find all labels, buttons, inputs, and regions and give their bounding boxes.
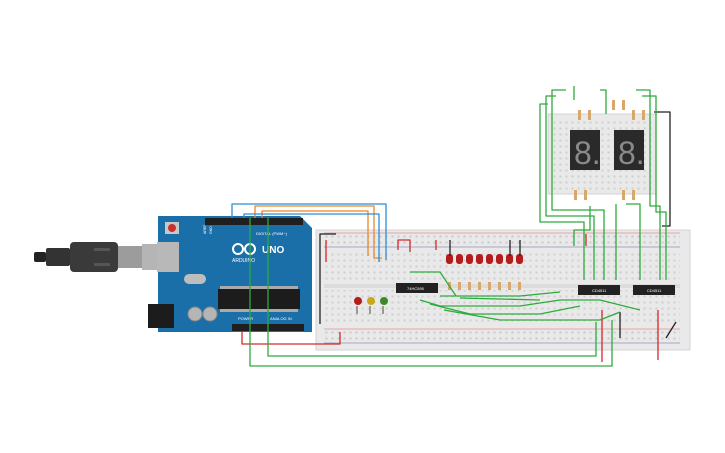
usb-cable-icon[interactable]: [34, 242, 160, 272]
wires: [231, 86, 677, 367]
power-jack: [148, 304, 174, 328]
decoder-right-label: CD4511: [647, 288, 662, 293]
main-breadboard: [315, 229, 691, 351]
decoder-chip-right: CD4511: [633, 285, 675, 295]
arduino-model-label: UNO: [262, 245, 284, 256]
shift-register-label: 74HC595: [407, 286, 425, 291]
analog-header-label: ANALOG IN: [270, 316, 292, 321]
seven-segment-left-digit: 8.: [574, 135, 601, 171]
atmega-chip: [218, 289, 300, 309]
digital-header-label: DIGITAL (PWM~): [256, 231, 288, 236]
red-led-row: [446, 254, 523, 264]
aref-label: AREF: [203, 225, 207, 234]
gnd-label: GND: [209, 226, 213, 234]
seven-segment-right: 8.: [614, 130, 645, 171]
seven-segment-right-digit: 8.: [618, 135, 645, 171]
arduino-uno-board[interactable]: ARDUINO UNO DIGITAL (PWM~) POWER ANALOG …: [148, 216, 312, 332]
display-resistors: [574, 100, 645, 200]
usb-port: [157, 242, 179, 272]
reset-button[interactable]: [168, 224, 176, 232]
power-header-label: POWER: [238, 316, 253, 321]
arduino-brand-label: ARDUINO: [232, 258, 255, 264]
shift-register-chip: 74HC595: [396, 283, 438, 293]
decoder-chip-left: CD4511: [578, 285, 620, 295]
decoder-left-label: CD4511: [592, 288, 607, 293]
digital-header: [205, 218, 303, 225]
traffic-leds: [354, 297, 388, 314]
seven-segment-left: 8.: [570, 130, 601, 171]
